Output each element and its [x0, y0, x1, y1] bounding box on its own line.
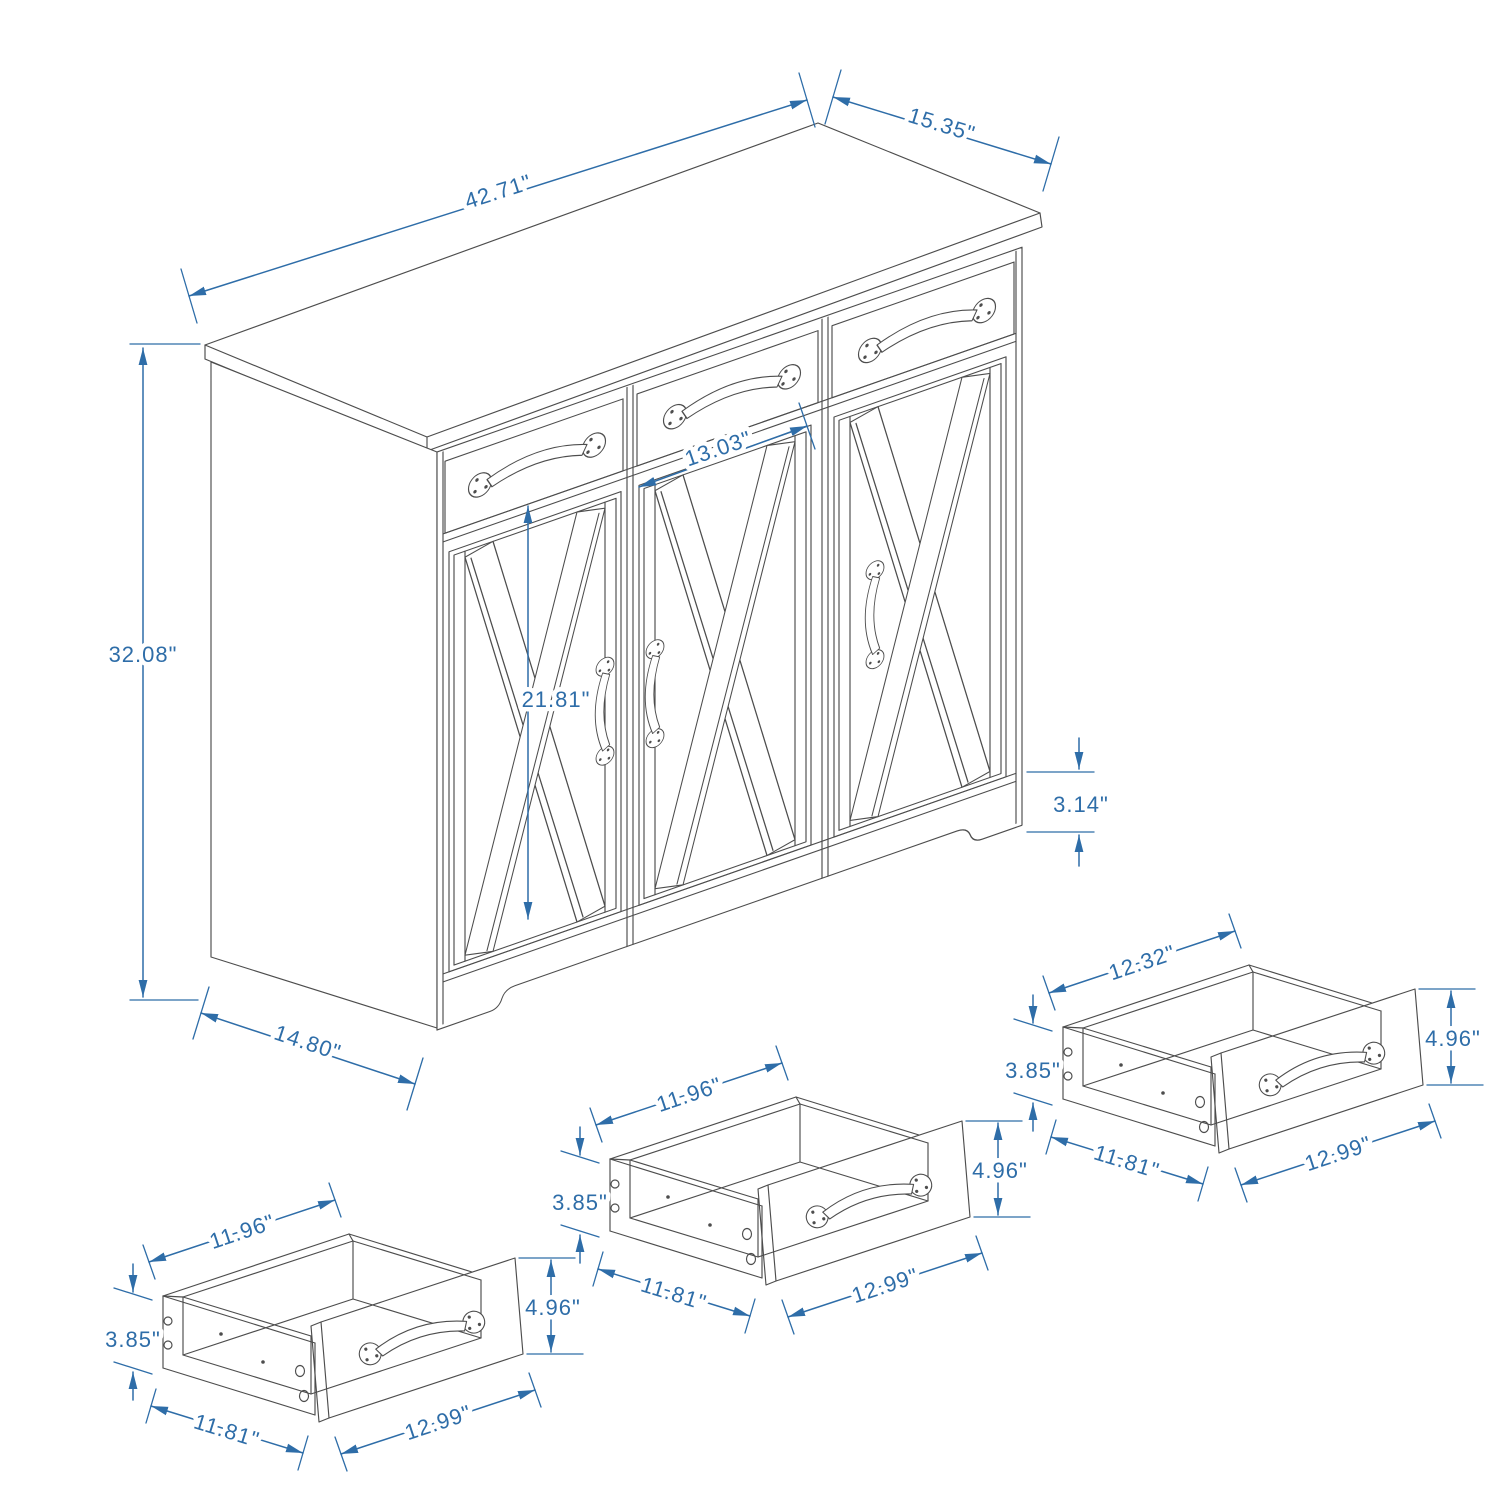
drawer-left-front-width-label: 12.99" — [402, 1400, 475, 1445]
drawer-left-front-height-label: 4.96" — [525, 1295, 581, 1320]
drawer-box-left — [114, 1183, 583, 1471]
cabinet-depth-bottom-label: 14.80" — [271, 1020, 344, 1065]
cabinet-dimensions — [129, 69, 1095, 1111]
cabinet-base-height-label: 3.14" — [1053, 792, 1109, 817]
drawer-box-middle — [561, 1046, 1030, 1334]
cabinet-front — [436, 246, 1023, 1031]
cabinet-drawer-front-right — [831, 261, 1015, 399]
drawer-box-right — [1014, 914, 1483, 1202]
cabinet-depth-top-label: 15.35" — [905, 102, 978, 146]
drawer-middle-side-height-label: 3.85" — [552, 1190, 608, 1215]
cabinet-height-label: 32.08" — [109, 642, 178, 667]
drawer-right-side-height-label: 3.85" — [1005, 1058, 1061, 1083]
cabinet-width-label: 42.71" — [462, 169, 535, 214]
drawer-middle-top-width-label: 11.96" — [653, 1072, 725, 1117]
cabinet-door-height-label: 21.81" — [522, 687, 591, 712]
drawer-middle-front-height-label: 4.96" — [972, 1158, 1028, 1183]
drawer-left-depth-label: 11.81" — [191, 1409, 263, 1453]
cabinet-drawing — [204, 122, 1043, 1031]
drawer-right-top-width-label: 12.32" — [1106, 940, 1179, 985]
cabinet-side-panel — [210, 361, 438, 1029]
drawer-left-side-height-label: 3.85" — [105, 1327, 161, 1352]
drawer-left-top-width-label: 11.96" — [206, 1209, 278, 1254]
cabinet-drawer-front-left — [444, 398, 624, 534]
drawer-middle-depth-label: 11.81" — [638, 1272, 710, 1316]
drawer-middle-front-width-label: 12.99" — [849, 1263, 922, 1308]
drawer-right-front-height-label: 4.96" — [1425, 1026, 1481, 1051]
drawer-right-front-width-label: 12.99" — [1302, 1131, 1375, 1176]
drawer-right-depth-label: 11.81" — [1091, 1140, 1163, 1184]
